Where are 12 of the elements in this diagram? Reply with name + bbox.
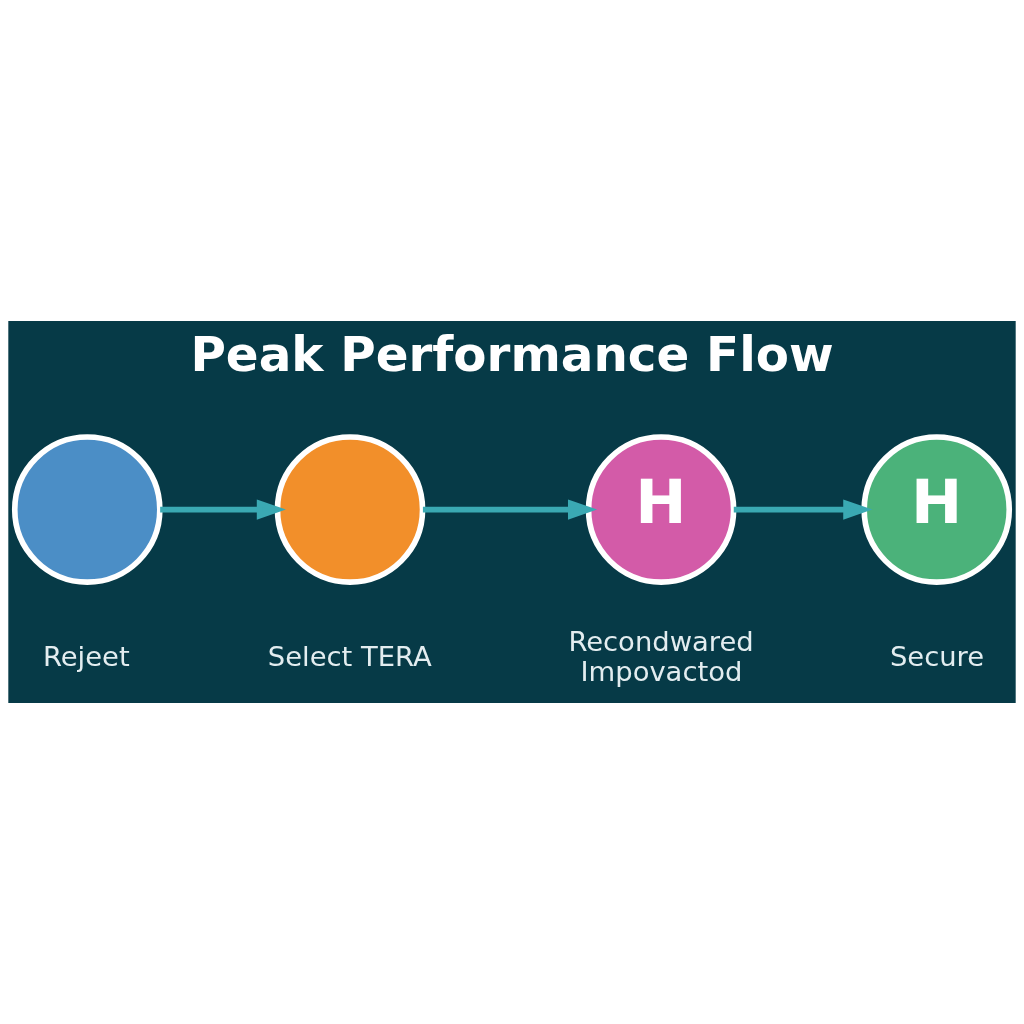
- node-circle: [11, 434, 163, 585]
- node-circle: [274, 434, 426, 585]
- arrow: [422, 499, 598, 520]
- diagram-title: Peak Performance Flow: [190, 325, 834, 382]
- node-label: Rejeet: [42, 641, 130, 673]
- arrow: [733, 499, 873, 520]
- node-circle: H: [585, 434, 737, 585]
- node-label: Select TERA: [267, 641, 432, 673]
- node-circle: H: [861, 434, 1013, 585]
- arrow: [160, 499, 286, 520]
- node-label: Recondwared Impovactod: [568, 625, 754, 688]
- node-label: Secure: [889, 641, 985, 673]
